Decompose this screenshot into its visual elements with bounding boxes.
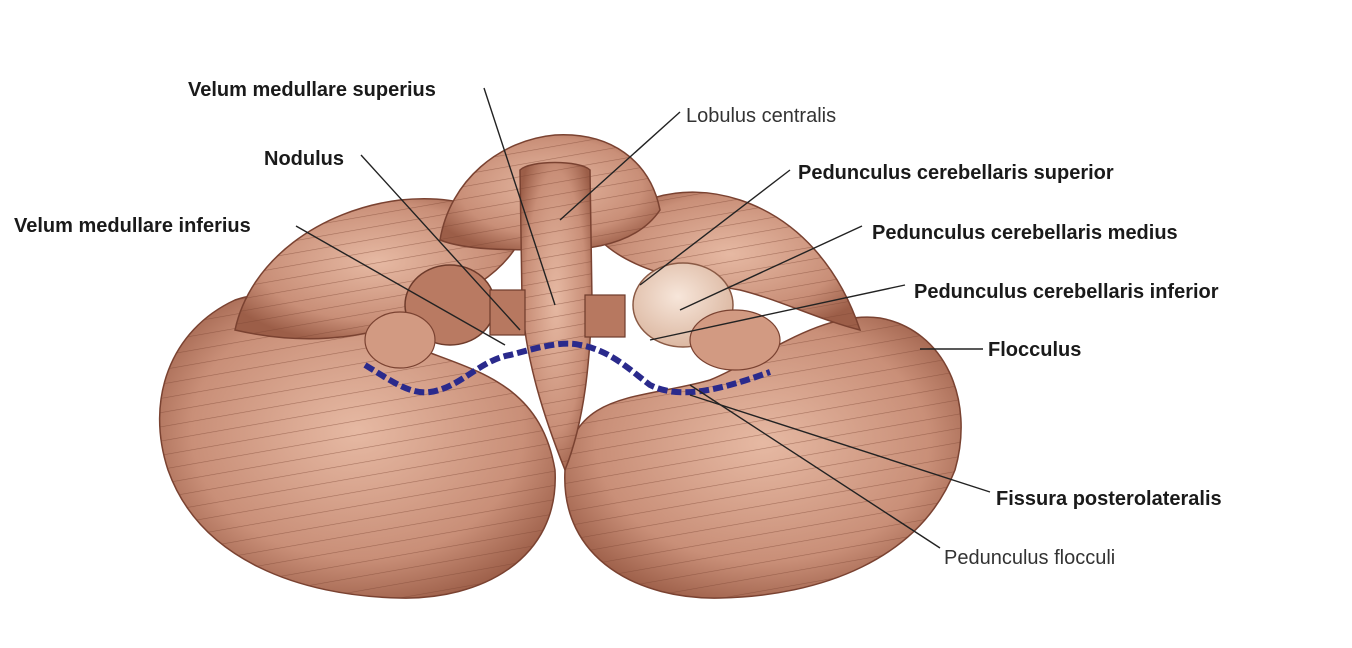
label-pedunculus-inferior: Pedunculus cerebellaris inferior bbox=[914, 281, 1219, 303]
fissure-line bbox=[363, 340, 772, 396]
right-hemisphere bbox=[564, 316, 962, 599]
label-flocculus: Flocculus bbox=[988, 339, 1082, 361]
label-fissura-posterolateralis: Fissura posterolateralis bbox=[996, 488, 1222, 510]
velum-superius-cut bbox=[584, 294, 626, 338]
label-pedunculus-medius: Pedunculus cerebellaris medius bbox=[872, 222, 1178, 244]
label-lobulus-centralis: Lobulus centralis bbox=[686, 105, 837, 127]
left-hemisphere bbox=[158, 293, 556, 599]
label-pedunculus-flocculi: Pedunculus flocculi bbox=[944, 547, 1116, 569]
velum-inferius-cut bbox=[489, 289, 526, 336]
flocculus-shape bbox=[364, 309, 781, 371]
leader-lines bbox=[295, 87, 991, 549]
vermis-column bbox=[519, 161, 593, 473]
label-nodulus: Nodulus bbox=[264, 148, 344, 170]
label-velum-medullare-superius: Velum medullare superius bbox=[188, 79, 436, 101]
label-pedunculus-superior: Pedunculus cerebellaris superior bbox=[798, 162, 1114, 184]
label-velum-medullare-inferius: Velum medullare inferius bbox=[14, 215, 251, 237]
